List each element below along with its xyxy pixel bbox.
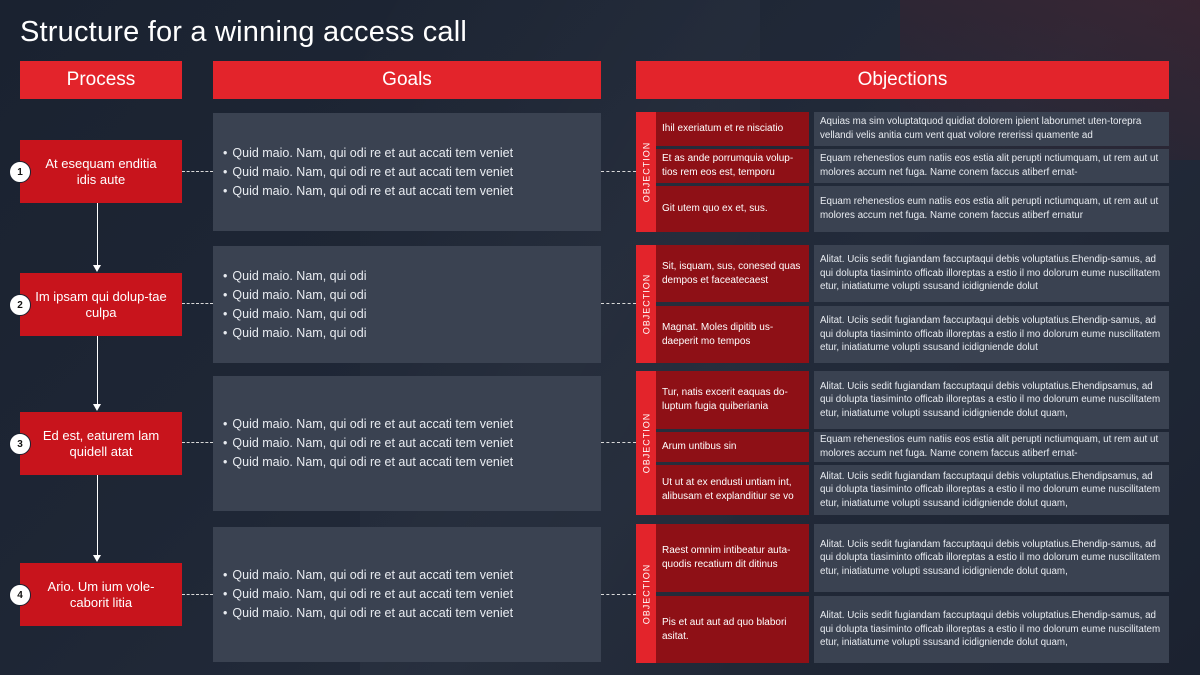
process-step-2: Im ipsam qui dolup-tae culpa	[20, 273, 182, 336]
goal-item: Quid maio. Nam, qui odi re et aut accati…	[223, 182, 513, 201]
objection-row: Raest omnim intibeatur auta-quodis recat…	[656, 524, 1169, 592]
process-step-label: At esequam enditia idis aute	[45, 155, 157, 187]
objection-row: Ut ut at ex endusti untiam int, alibusam…	[656, 465, 1169, 515]
objection-label: Raest omnim intibeatur auta-quodis recat…	[656, 524, 809, 592]
slide-title: Structure for a winning access call	[20, 16, 468, 48]
objection-response: Equam rehenestios eum natiis eos estia a…	[814, 149, 1169, 183]
objections-header: Objections	[636, 61, 1169, 99]
dashed-connector	[182, 594, 213, 595]
objection-response: Equam rehenestios eum natiis eos estia a…	[814, 186, 1169, 232]
objection-group-3: OBJECTION Tur, natis excerit eaquas do-l…	[636, 371, 1169, 515]
objection-label: Ihil exeriatum et re nisciatio	[656, 112, 809, 146]
objection-row: Pis et aut aut ad quo blabori asitat. Al…	[656, 596, 1169, 663]
goal-item: Quid maio. Nam, qui odi	[223, 286, 366, 305]
goals-list: Quid maio. Nam, qui odi re et aut accati…	[223, 415, 513, 472]
objection-response: Alitat. Uciis sedit fugiandam faccuptaqu…	[814, 465, 1169, 515]
objection-response: Alitat. Uciis sedit fugiandam faccuptaqu…	[814, 524, 1169, 592]
dashed-connector	[182, 442, 213, 443]
dashed-connector	[601, 303, 636, 304]
objection-response: Alitat. Uciis sedit fugiandam faccuptaqu…	[814, 596, 1169, 663]
objection-label: Git utem quo ex et, sus.	[656, 186, 809, 232]
goal-item: Quid maio. Nam, qui odi re et aut accati…	[223, 434, 513, 453]
objection-label: Pis et aut aut ad quo blabori asitat.	[656, 596, 809, 663]
objection-row: Arum untibus sin Equam rehenestios eum n…	[656, 432, 1169, 462]
objection-row: Et as ande porrumquia volup-tios rem eos…	[656, 149, 1169, 183]
process-step-1: At esequam enditia idis aute	[20, 140, 182, 203]
objection-label: Tur, natis excerit eaquas do-luptum fugi…	[656, 371, 809, 429]
goal-item: Quid maio. Nam, qui odi	[223, 267, 366, 286]
goals-panel-4: Quid maio. Nam, qui odi re et aut accati…	[213, 527, 601, 662]
goals-list: Quid maio. Nam, qui odi Quid maio. Nam, …	[223, 267, 366, 343]
objection-tag-label: OBJECTION	[641, 141, 652, 203]
process-connector-line	[97, 475, 98, 555]
process-step-4: Ario. Um ium vole-caborit litia	[20, 563, 182, 626]
goal-item: Quid maio. Nam, qui odi re et aut accati…	[223, 585, 513, 604]
dashed-connector	[601, 442, 636, 443]
goals-panel-1: Quid maio. Nam, qui odi re et aut accati…	[213, 113, 601, 231]
arrow-down-icon	[93, 265, 101, 272]
process-step-label: Im ipsam qui dolup-tae culpa	[35, 288, 167, 320]
objection-row: Tur, natis excerit eaquas do-luptum fugi…	[656, 371, 1169, 429]
goal-item: Quid maio. Nam, qui odi re et aut accati…	[223, 604, 513, 623]
objection-row: Ihil exeriatum et re nisciatio Aquias ma…	[656, 112, 1169, 146]
objection-response: Alitat. Uciis sedit fugiandam faccuptaqu…	[814, 371, 1169, 429]
goals-panel-2: Quid maio. Nam, qui odi Quid maio. Nam, …	[213, 246, 601, 363]
goal-item: Quid maio. Nam, qui odi re et aut accati…	[223, 415, 513, 434]
step-number-badge: 3	[9, 433, 31, 455]
objection-tag-label: OBJECTION	[641, 563, 652, 624]
objection-label: Ut ut at ex endusti untiam int, alibusam…	[656, 465, 809, 515]
goals-list: Quid maio. Nam, qui odi re et aut accati…	[223, 566, 513, 623]
dashed-connector	[601, 594, 636, 595]
objection-label: Sit, isquam, sus, conesed quas dempos et…	[656, 245, 809, 302]
goals-list: Quid maio. Nam, qui odi re et aut accati…	[223, 144, 513, 201]
step-number-badge: 4	[9, 584, 31, 606]
objection-response: Alitat. Uciis sedit fugiandam faccuptaqu…	[814, 306, 1169, 363]
objection-tag: OBJECTION	[636, 245, 656, 363]
process-header: Process	[20, 61, 182, 99]
objection-response: Aquias ma sim voluptatquod quidiat dolor…	[814, 112, 1169, 146]
objection-row: Git utem quo ex et, sus. Equam rehenesti…	[656, 186, 1169, 232]
goals-panel-3: Quid maio. Nam, qui odi re et aut accati…	[213, 376, 601, 511]
objection-tag: OBJECTION	[636, 371, 656, 515]
dashed-connector	[182, 171, 213, 172]
process-step-label: Ed est, eaturem lam quidell atat	[42, 427, 160, 459]
goal-item: Quid maio. Nam, qui odi re et aut accati…	[223, 163, 513, 182]
objection-label: Arum untibus sin	[656, 432, 809, 462]
objection-response: Equam rehenestios eum natiis eos estia a…	[814, 432, 1169, 462]
objection-label: Magnat. Moles dipitib us-daeperit mo tem…	[656, 306, 809, 363]
goal-item: Quid maio. Nam, qui odi	[223, 305, 366, 324]
objection-tag-label: OBJECTION	[641, 412, 652, 474]
goal-item: Quid maio. Nam, qui odi	[223, 324, 366, 343]
step-number-badge: 1	[9, 161, 31, 183]
process-step-label: Ario. Um ium vole-caborit litia	[47, 578, 155, 610]
arrow-down-icon	[93, 555, 101, 562]
goal-item: Quid maio. Nam, qui odi re et aut accati…	[223, 144, 513, 163]
objection-row: Sit, isquam, sus, conesed quas dempos et…	[656, 245, 1169, 302]
goal-item: Quid maio. Nam, qui odi re et aut accati…	[223, 453, 513, 472]
objection-group-2: OBJECTION Sit, isquam, sus, conesed quas…	[636, 245, 1169, 363]
objection-group-1: OBJECTION Ihil exeriatum et re nisciatio…	[636, 112, 1169, 232]
objection-row: Magnat. Moles dipitib us-daeperit mo tem…	[656, 306, 1169, 363]
goals-header: Goals	[213, 61, 601, 99]
objection-tag-label: OBJECTION	[641, 273, 652, 335]
step-number-badge: 2	[9, 294, 31, 316]
objection-tag: OBJECTION	[636, 112, 656, 232]
objection-label: Et as ande porrumquia volup-tios rem eos…	[656, 149, 809, 183]
objection-group-4: OBJECTION Raest omnim intibeatur auta-qu…	[636, 524, 1169, 663]
process-connector-line	[97, 336, 98, 404]
process-connector-line	[97, 203, 98, 265]
process-step-3: Ed est, eaturem lam quidell atat	[20, 412, 182, 475]
goal-item: Quid maio. Nam, qui odi re et aut accati…	[223, 566, 513, 585]
objection-response: Alitat. Uciis sedit fugiandam faccuptaqu…	[814, 245, 1169, 302]
dashed-connector	[601, 171, 636, 172]
dashed-connector	[182, 303, 213, 304]
arrow-down-icon	[93, 404, 101, 411]
objection-tag: OBJECTION	[636, 524, 656, 663]
